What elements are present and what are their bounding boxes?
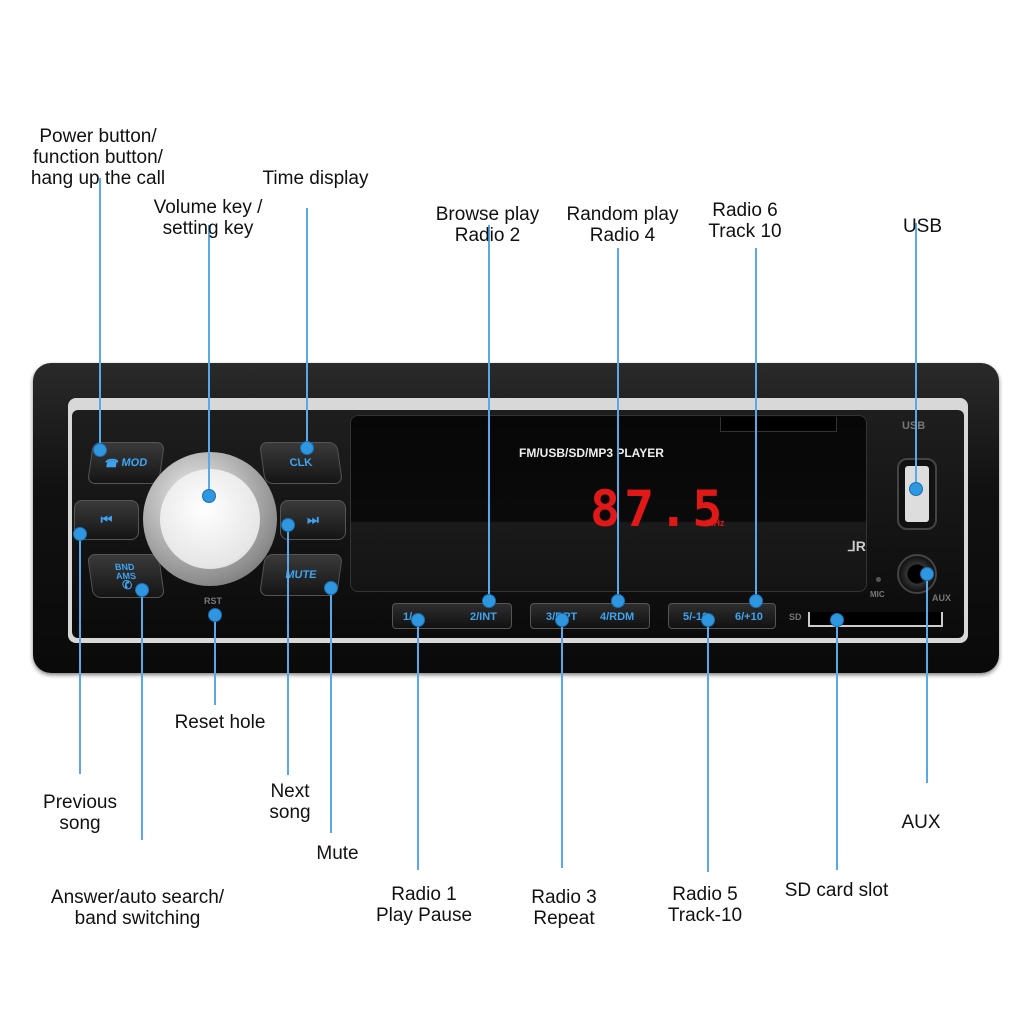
callout-dot-aux xyxy=(920,567,934,581)
callout-dot-sd xyxy=(830,613,844,627)
callout-line-radio3 xyxy=(561,620,563,868)
label-volume: Volume key / setting key xyxy=(153,197,263,239)
sd-mark: SD xyxy=(789,612,802,622)
preset-6-label: 6/+10 xyxy=(735,611,763,623)
label-next: Next song xyxy=(269,781,311,823)
callout-dot-radio6 xyxy=(749,594,763,608)
phone-answer-icon: ✆ xyxy=(121,577,134,592)
callout-line-radio1 xyxy=(417,620,419,870)
callout-line-next xyxy=(287,525,289,775)
callout-dot-next xyxy=(281,518,295,532)
label-usb: USB xyxy=(902,216,943,237)
label-radio3: Radio 3 Repeat xyxy=(531,887,597,929)
callout-line-reset xyxy=(214,615,216,705)
callout-dot-random xyxy=(611,594,625,608)
preset-2-label: 2/INT xyxy=(470,611,497,623)
callout-line-usb xyxy=(915,223,917,489)
volume-knob[interactable] xyxy=(160,469,260,569)
band-ams-button[interactable]: BND AMS ✆ xyxy=(86,554,166,598)
label-random: Random play Radio 4 xyxy=(566,204,679,246)
callout-dot-power xyxy=(93,443,107,457)
label-radio6: Radio 6 Track 10 xyxy=(708,200,782,242)
callout-line-volume xyxy=(208,225,210,496)
label-power: Power button/ function button/ hang up t… xyxy=(30,126,166,189)
label-sd: SD card slot xyxy=(784,880,889,901)
callout-line-random xyxy=(617,248,619,601)
callout-line-time xyxy=(306,208,308,448)
callout-line-sd xyxy=(836,620,838,870)
callout-dot-radio3 xyxy=(555,613,569,627)
aux-mark: AUX xyxy=(932,593,952,603)
callout-dot-usb xyxy=(909,482,923,496)
lr-icon: ⅃R xyxy=(848,538,866,554)
callout-line-radio6 xyxy=(755,248,757,601)
callout-line-browse xyxy=(488,225,490,601)
preset-4-label: 4/RDM xyxy=(600,611,635,623)
player-title: FM/USB/SD/MP3 PLAYER xyxy=(519,446,664,460)
lcd-display xyxy=(350,415,867,592)
phone-hangup-icon: ☎ xyxy=(103,457,120,470)
callout-line-radio5 xyxy=(707,620,709,872)
mic-mark: MIC xyxy=(870,590,885,599)
label-time: Time display xyxy=(262,168,369,189)
callout-line-answer xyxy=(141,590,143,840)
callout-dot-browse xyxy=(482,594,496,608)
callout-dot-answer xyxy=(135,583,149,597)
sd-card-slot[interactable] xyxy=(808,612,943,627)
preset-1-label: 1/ xyxy=(403,611,413,623)
usb-mark: USB xyxy=(902,420,926,432)
mic-hole xyxy=(876,577,881,582)
display-notch xyxy=(720,417,837,432)
label-radio5: Radio 5 Track-10 xyxy=(667,884,743,926)
preset-3-4-button[interactable] xyxy=(530,603,650,629)
callout-dot-radio1 xyxy=(411,613,425,627)
callout-dot-time xyxy=(300,441,314,455)
skip-back-icon: ⏮ xyxy=(100,512,113,527)
callout-dot-reset xyxy=(208,608,222,622)
callout-line-aux xyxy=(926,575,928,783)
previous-song-button[interactable]: ⏮ xyxy=(74,500,139,540)
callout-dot-mute xyxy=(324,581,338,595)
label-answer: Answer/auto search/ band switching xyxy=(50,887,225,929)
reset-mark: RST xyxy=(204,596,222,606)
label-reset: Reset hole xyxy=(174,712,266,733)
label-mute: Mute xyxy=(316,843,359,864)
callout-line-previous xyxy=(79,534,81,774)
callout-line-power xyxy=(99,178,101,450)
skip-forward-icon: ⏭ xyxy=(307,512,319,527)
callout-line-mute xyxy=(330,588,332,833)
label-browse: Browse play Radio 2 xyxy=(435,204,540,246)
callout-dot-radio5 xyxy=(701,613,715,627)
label-radio1: Radio 1 Play Pause xyxy=(375,884,473,926)
callout-dot-previous xyxy=(73,527,87,541)
label-previous: Previous song xyxy=(43,792,117,834)
frequency-readout: 87.5 xyxy=(590,480,727,538)
callout-dot-volume xyxy=(202,489,216,503)
frequency-unit: MHz xyxy=(706,518,725,528)
label-aux: AUX xyxy=(901,812,941,833)
